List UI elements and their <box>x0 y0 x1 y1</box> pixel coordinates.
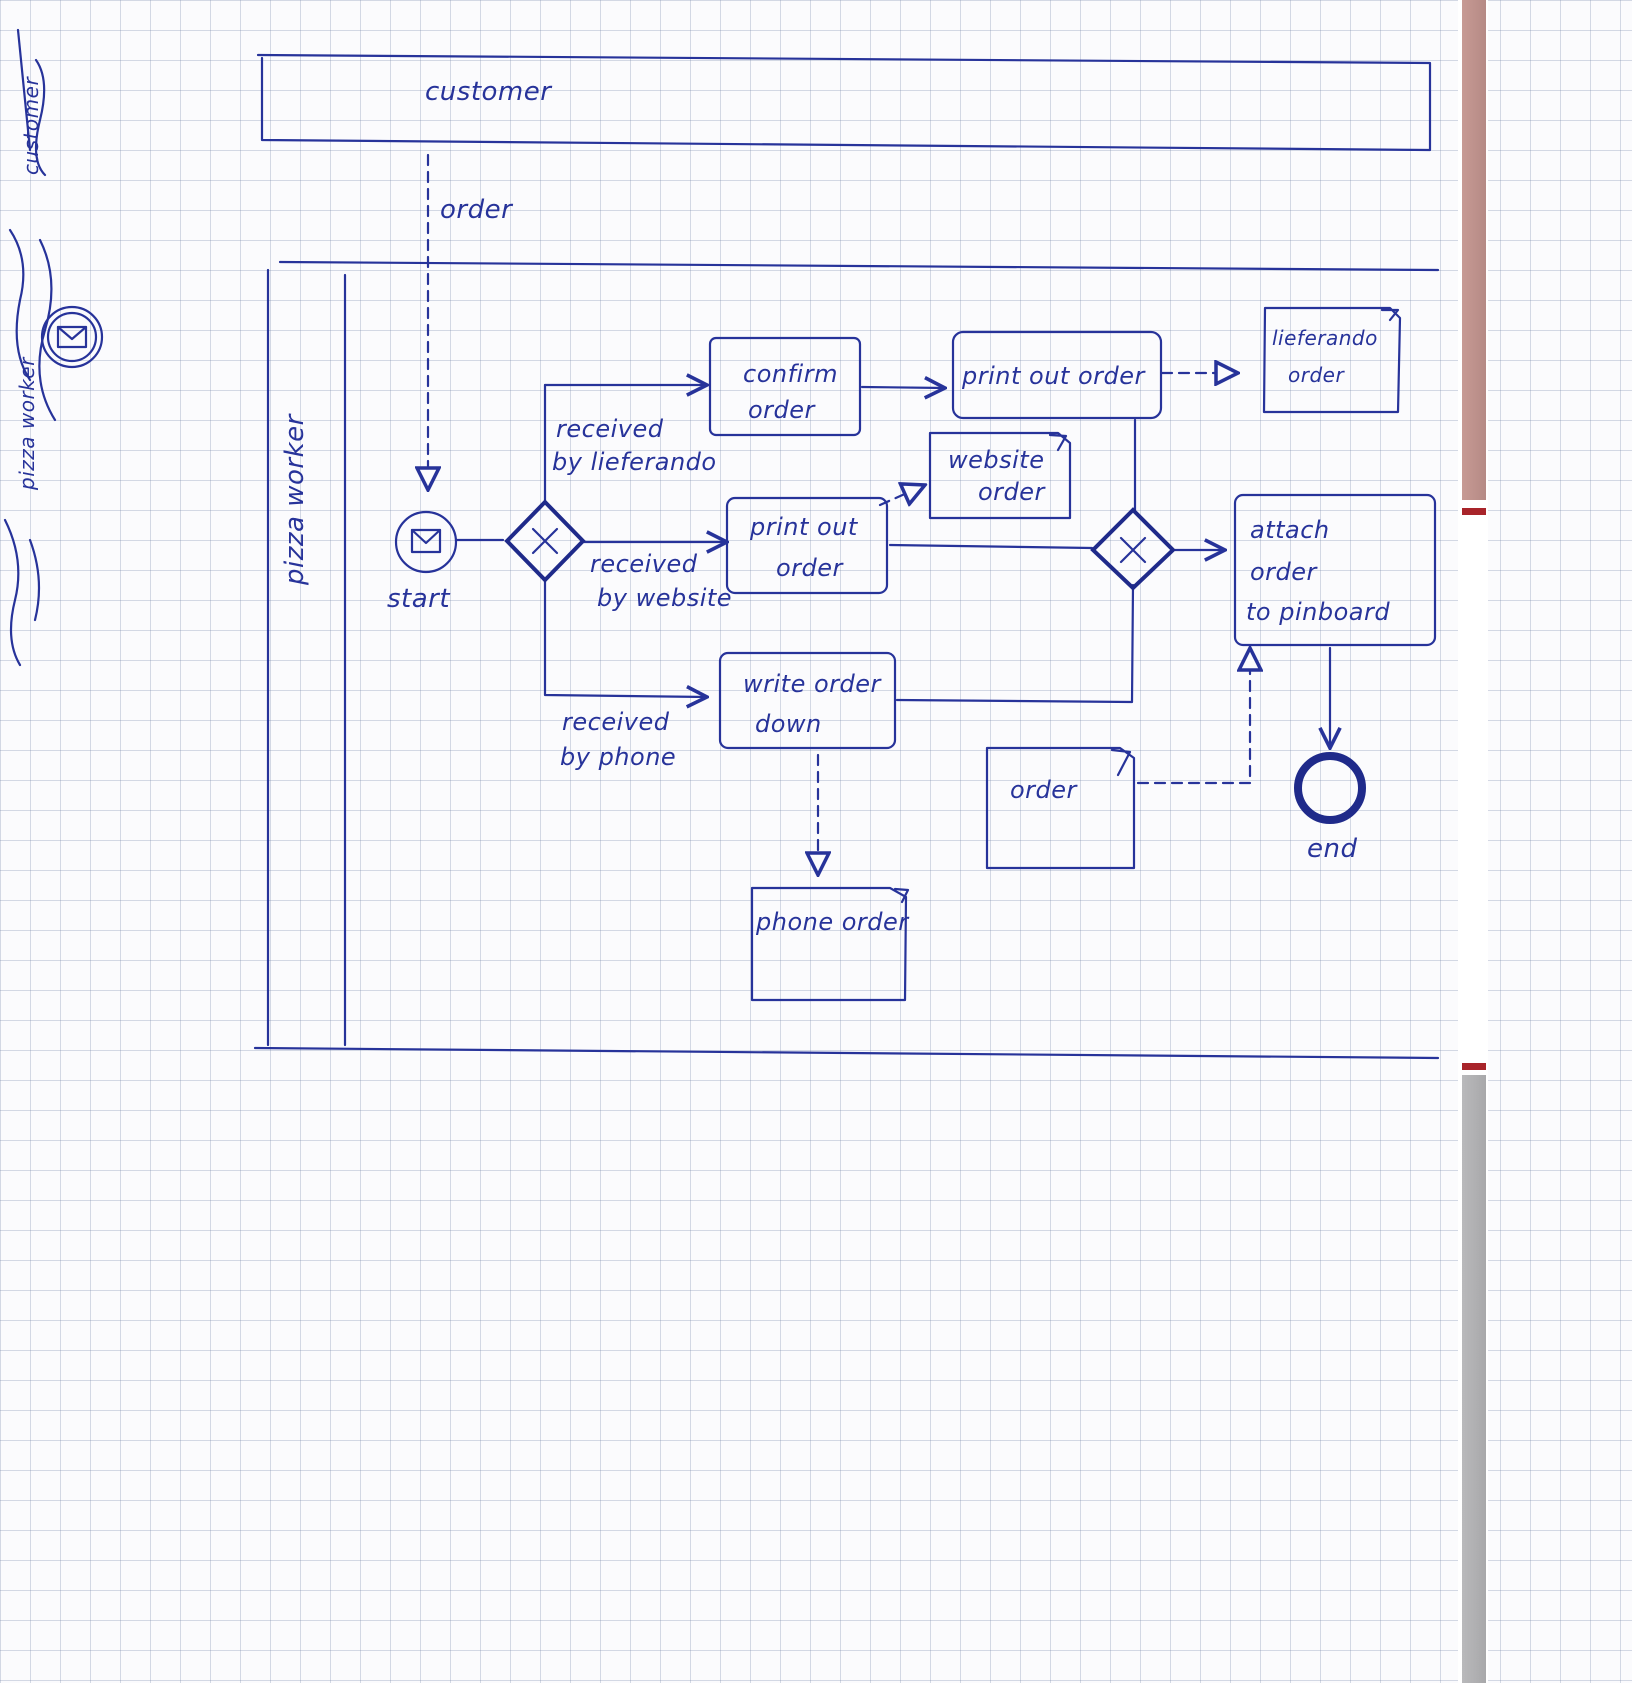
start-event: start <box>387 510 458 614</box>
svg-text:website: website <box>948 446 1044 474</box>
task-print-out-order-top: print out order <box>951 330 1163 420</box>
task-attach-order-to-pinboard: attach order to pinboard <box>1233 493 1437 647</box>
svg-text:lieferando: lieferando <box>1272 326 1378 350</box>
task-print-out-order-mid: print out order <box>725 496 889 595</box>
sequence-flows <box>454 385 1330 748</box>
svg-text:to pinboard: to pinboard <box>1246 598 1390 626</box>
split-gateway <box>504 499 586 583</box>
svg-text:print out order: print out order <box>961 362 1147 390</box>
task-confirm-order: confirm order <box>708 336 862 437</box>
message-flow-label: order <box>440 195 514 225</box>
margin-sketch: customer pizza worker <box>3 28 104 667</box>
svg-text:order: order <box>978 478 1047 506</box>
svg-text:order: order <box>1288 363 1345 387</box>
binder-tab-mark <box>1462 508 1486 515</box>
data-object-lieferando-order: lieferando order <box>1262 306 1402 414</box>
message-flow: order <box>428 153 514 490</box>
start-event-label: start <box>387 584 450 614</box>
svg-text:order: order <box>748 396 817 424</box>
branch-label-phone: received by phone <box>560 708 676 771</box>
margin-message-event-icon <box>40 305 104 369</box>
binder-strip-red <box>1462 0 1486 500</box>
svg-text:phone order: phone order <box>755 908 910 936</box>
svg-text:order: order <box>1010 776 1079 804</box>
join-gateway <box>1090 507 1176 591</box>
pizza-worker-pool-label: pizza worker <box>280 412 310 586</box>
svg-text:order: order <box>1250 558 1319 586</box>
svg-text:down: down <box>755 710 822 738</box>
svg-text:attach: attach <box>1250 516 1330 544</box>
svg-text:confirm: confirm <box>743 360 838 388</box>
svg-text:write order: write order <box>743 670 883 698</box>
end-event: end <box>1294 752 1366 864</box>
end-event-label: end <box>1307 834 1357 864</box>
svg-text:by phone: by phone <box>560 743 676 771</box>
branch-label-lieferando: received by lieferando <box>552 415 717 476</box>
data-associations <box>818 373 1250 875</box>
branch-label-website: received by website <box>590 550 732 612</box>
svg-text:received: received <box>562 708 670 736</box>
binder-tab-mark <box>1462 1063 1486 1070</box>
binder-strip-gray <box>1462 1075 1486 1683</box>
data-object-website-order: website order <box>928 431 1072 520</box>
margin-customer-label: customer <box>19 76 43 175</box>
task-write-order-down: write order down <box>718 651 897 750</box>
svg-text:received: received <box>556 415 664 443</box>
svg-text:received: received <box>590 550 698 578</box>
data-object-order: order <box>985 746 1136 870</box>
pizza-worker-pool: pizza worker <box>253 260 1440 1060</box>
margin-pizza-worker-label: pizza worker <box>15 356 39 491</box>
svg-text:by lieferando: by lieferando <box>552 448 717 476</box>
customer-pool-label: customer <box>425 77 553 107</box>
customer-pool: customer <box>256 53 1432 152</box>
svg-text:order: order <box>776 554 845 582</box>
svg-text:by website: by website <box>597 584 732 612</box>
data-object-phone-order: phone order <box>750 886 910 1002</box>
svg-text:print out: print out <box>749 513 859 541</box>
